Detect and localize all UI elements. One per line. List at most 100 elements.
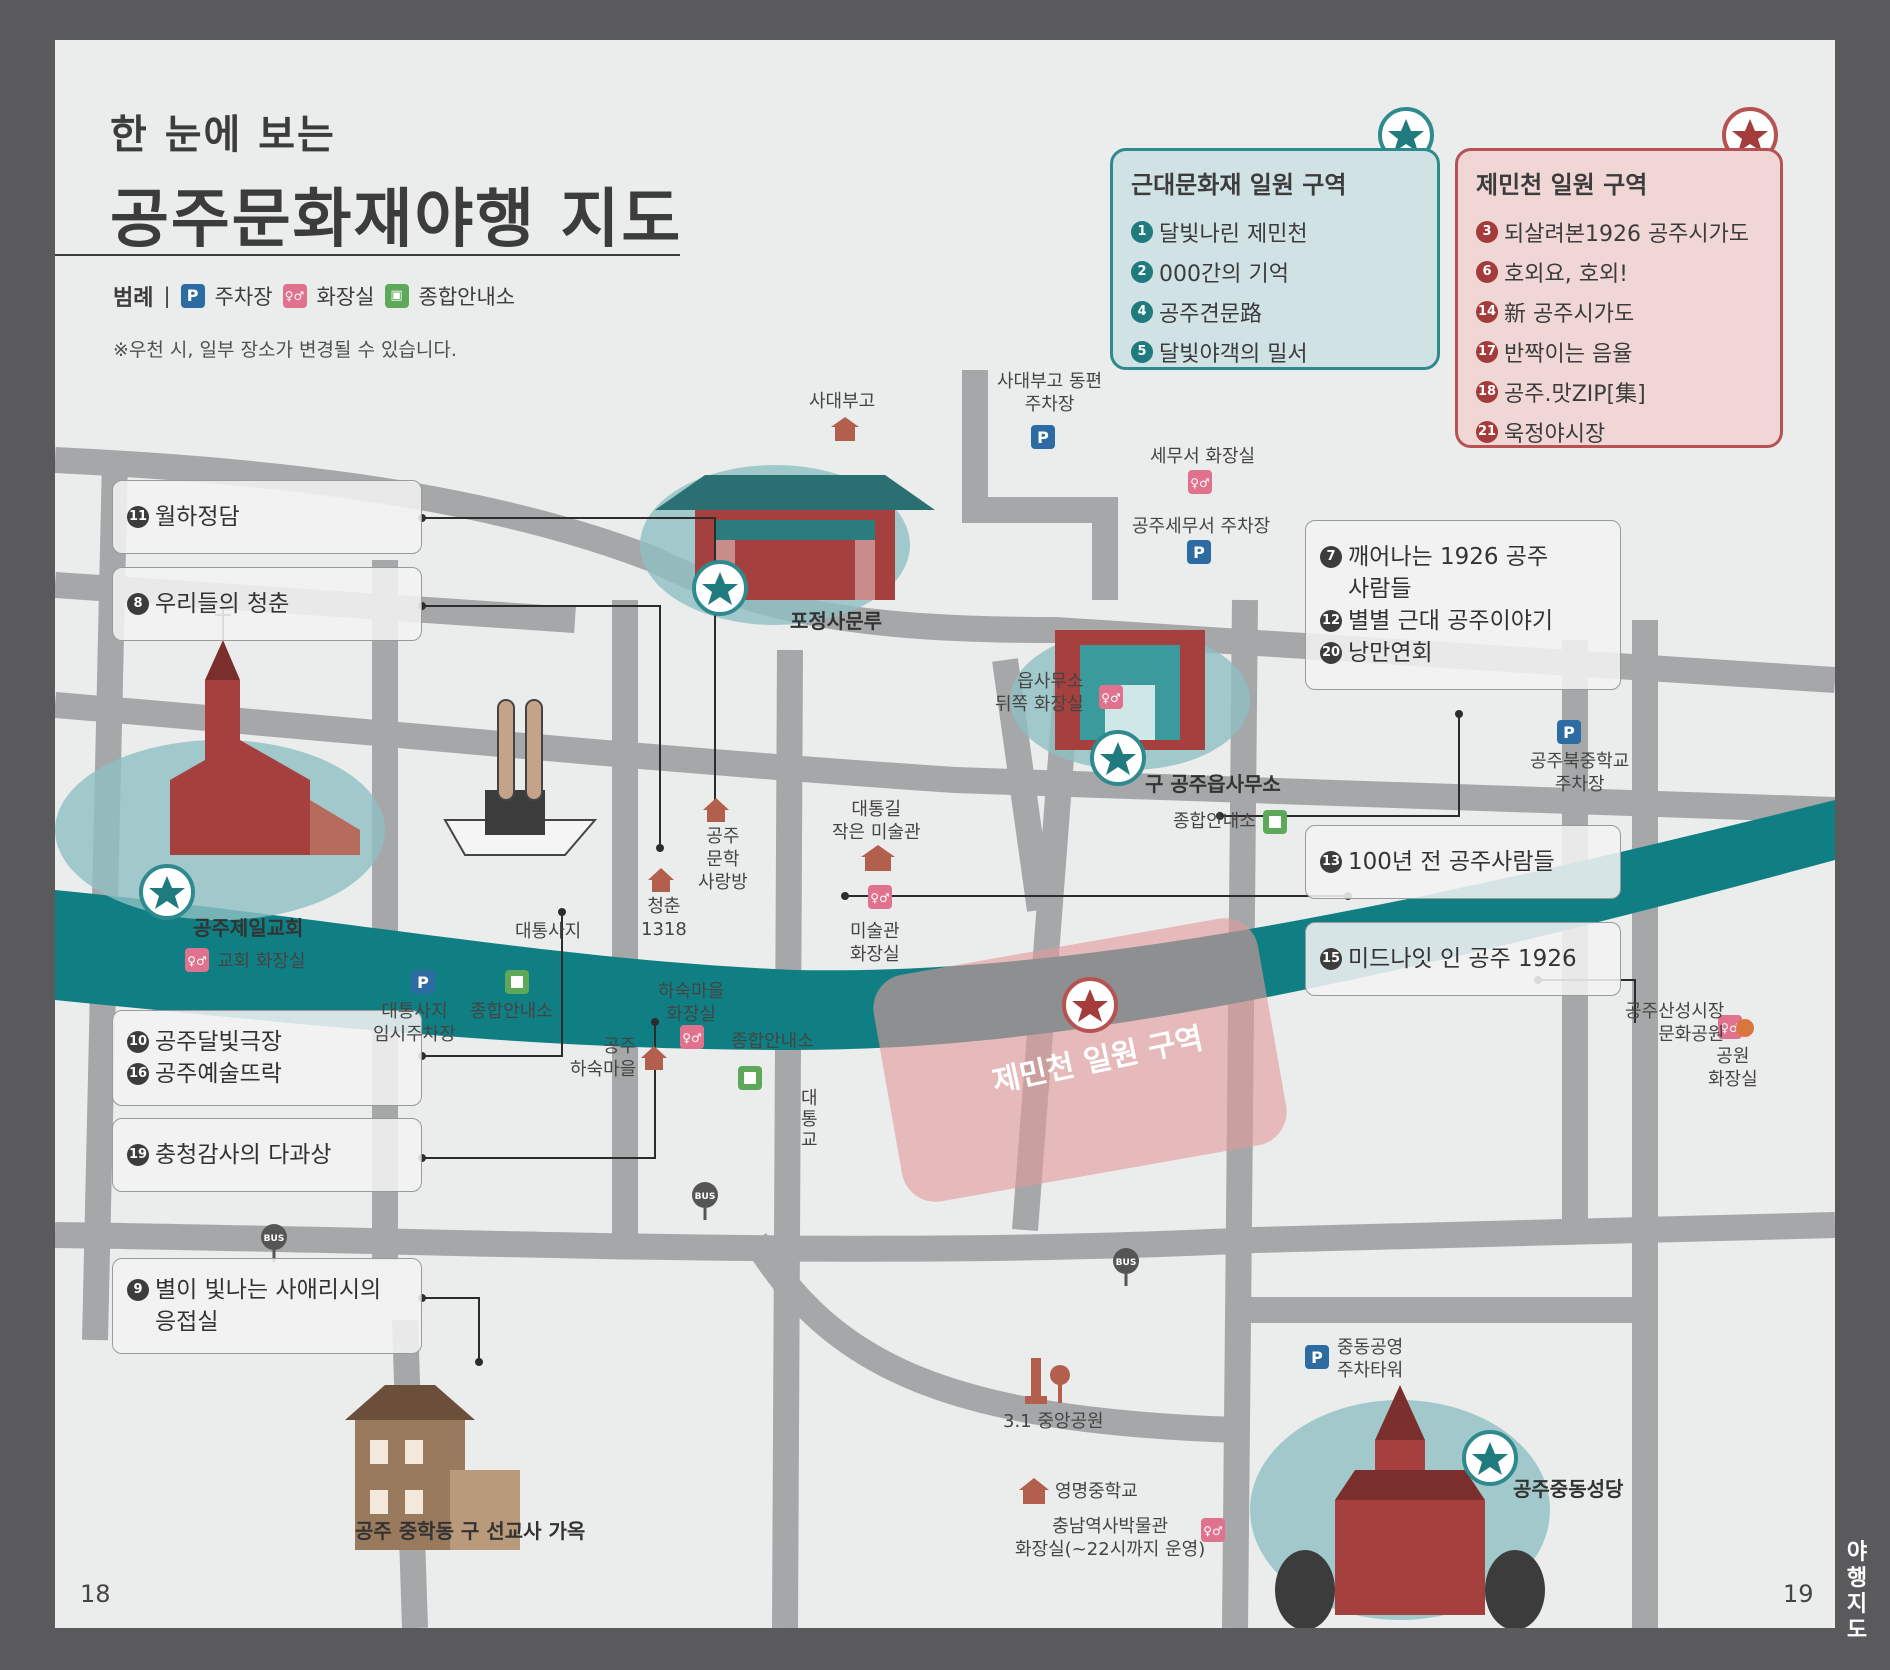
program-number: 13 xyxy=(1320,851,1342,873)
item-number: 4 xyxy=(1131,301,1153,323)
title-small: 한 눈에 보는 xyxy=(110,112,336,158)
label-museum-toilet: 충남역사박물관 화장실(~22시까지 운영) xyxy=(1015,1516,1206,1560)
star-pin-icon xyxy=(1062,977,1118,1033)
item-label: 호외요, 호외! xyxy=(1504,262,1629,287)
house-icon xyxy=(641,1046,667,1070)
svg-text:P: P xyxy=(1563,723,1575,742)
label-hasuk: 공주 하숙마을 xyxy=(570,1036,637,1080)
school-icon xyxy=(1019,1478,1049,1504)
toilet-icon: ♀♂ xyxy=(282,284,307,308)
toilet-icon: ♀♂ xyxy=(1099,685,1123,709)
label-jungdong-parking: 중동공영 주차타워 xyxy=(1337,1337,1404,1381)
info-center-icon xyxy=(738,1066,762,1090)
program-number: 20 xyxy=(1320,642,1342,664)
label-info-center: 종합안내소 xyxy=(1173,811,1256,832)
gallery-icon xyxy=(861,845,895,871)
landmark-church: 공주제일교회 xyxy=(193,916,304,940)
parking-icon: P xyxy=(1305,1345,1329,1369)
label-info-center-2: 종합안내소 xyxy=(470,1001,553,1022)
toilet-icon: ♀♂ xyxy=(1718,1015,1742,1039)
house-icon xyxy=(648,868,674,892)
svg-text:♀♂: ♀♂ xyxy=(1101,691,1121,705)
pojeongsa-building xyxy=(655,475,935,600)
program-number: 8 xyxy=(127,593,149,615)
daetongsaji-pillars xyxy=(443,699,598,856)
samil-park-statue xyxy=(1025,1358,1070,1404)
label-park-toilet: 공원 화장실 xyxy=(1708,1046,1758,1090)
parking-icon: P xyxy=(1557,720,1581,744)
label-sadaebugo: 사대부고 xyxy=(809,391,876,412)
item-number: 21 xyxy=(1476,421,1498,443)
info-center-icon: ▣ xyxy=(384,284,409,308)
parking-icon: P xyxy=(1187,540,1211,564)
toilet-icon: ♀♂ xyxy=(1188,470,1212,494)
star-pin-icon xyxy=(139,864,195,920)
star-pin-icon xyxy=(1462,1430,1518,1486)
parking-icon: P xyxy=(411,970,435,994)
jemincheon-zone-title: 제민천 일원 구역 xyxy=(1476,171,1648,199)
label-daetong-parking: 대통사지 임시주차장 xyxy=(373,1001,456,1045)
svg-text:BUS: BUS xyxy=(1116,1258,1137,1268)
item-number: 18 xyxy=(1476,381,1498,403)
program-number: 12 xyxy=(1320,610,1342,632)
title-divider xyxy=(55,254,680,256)
label-daetonggyo: 대 통 교 xyxy=(801,1088,818,1151)
program-number: 10 xyxy=(127,1031,149,1053)
side-tab: 야 행 지 도 xyxy=(1846,1540,1868,1643)
program-label: 공주달빛극장 xyxy=(155,1029,282,1055)
item-label: 욱정야시장 xyxy=(1504,422,1606,447)
legend-parking: 주차장 xyxy=(214,285,273,309)
label-literature: 공주 문학 사랑방 xyxy=(698,826,748,893)
program-label: 응접실 xyxy=(155,1309,219,1335)
program-label: 별이 빛나는 사애리시의 xyxy=(155,1277,382,1303)
bus-stop-icon: BUS xyxy=(692,1182,718,1220)
program-label: 충청감사의 다과상 xyxy=(155,1142,332,1168)
label-bukjung-parking: 공주북중학교 주차장 xyxy=(1530,751,1630,795)
program-label: 깨어나는 1926 공주 xyxy=(1348,544,1549,570)
legend-separator: | xyxy=(163,284,171,308)
svg-text:BUS: BUS xyxy=(264,1234,285,1244)
svg-text:♀♂: ♀♂ xyxy=(187,954,207,968)
school-icon xyxy=(831,417,859,441)
road-daetong xyxy=(772,649,803,1628)
star-pin-icon xyxy=(692,560,748,616)
label-tax-toilet: 세무서 화장실 xyxy=(1150,446,1256,467)
program-number: 11 xyxy=(127,506,149,528)
program-number: 9 xyxy=(127,1279,149,1301)
svg-text:♀♂: ♀♂ xyxy=(870,891,890,905)
house-icon xyxy=(703,798,729,822)
item-number: 17 xyxy=(1476,341,1498,363)
item-number: 2 xyxy=(1131,261,1153,283)
parking-icon: P xyxy=(180,284,205,308)
zone-item: 21 욱정야시장 xyxy=(1476,416,1762,448)
program-label: 낭만연회 xyxy=(1348,640,1433,666)
road-park xyxy=(743,1233,1236,1443)
svg-text:P: P xyxy=(1037,428,1049,447)
label-cheongchun: 청춘 1318 xyxy=(641,896,687,940)
toilet-icon: ♀♂ xyxy=(185,948,209,972)
program-label: 사람들 xyxy=(1348,576,1412,602)
parking-icon: P xyxy=(1031,425,1055,449)
item-label: 000간의 기억 xyxy=(1159,262,1289,287)
label-sadaebugo-parking: 사대부고 동편 주차장 xyxy=(997,371,1103,415)
bus-stop-icon: BUS xyxy=(1113,1248,1139,1286)
item-label: 되살려본1926 공주시가도 xyxy=(1504,222,1750,247)
svg-text:P: P xyxy=(1311,1348,1323,1367)
firework-icon xyxy=(1736,1019,1754,1037)
church-building xyxy=(170,605,360,855)
label-daetong-gallery: 대통길 작은 미술관 xyxy=(832,799,921,843)
label-info-center-3: 종합안내소 xyxy=(731,1031,814,1052)
svg-text:P: P xyxy=(1193,543,1205,562)
page-number-right: 19 xyxy=(1783,1580,1814,1608)
jemincheon-river xyxy=(55,800,1835,1050)
label-daetongsaji: 대통사지 xyxy=(515,921,582,942)
svg-text:BUS: BUS xyxy=(695,1192,716,1202)
jungdong-cathedral xyxy=(1275,1385,1545,1628)
